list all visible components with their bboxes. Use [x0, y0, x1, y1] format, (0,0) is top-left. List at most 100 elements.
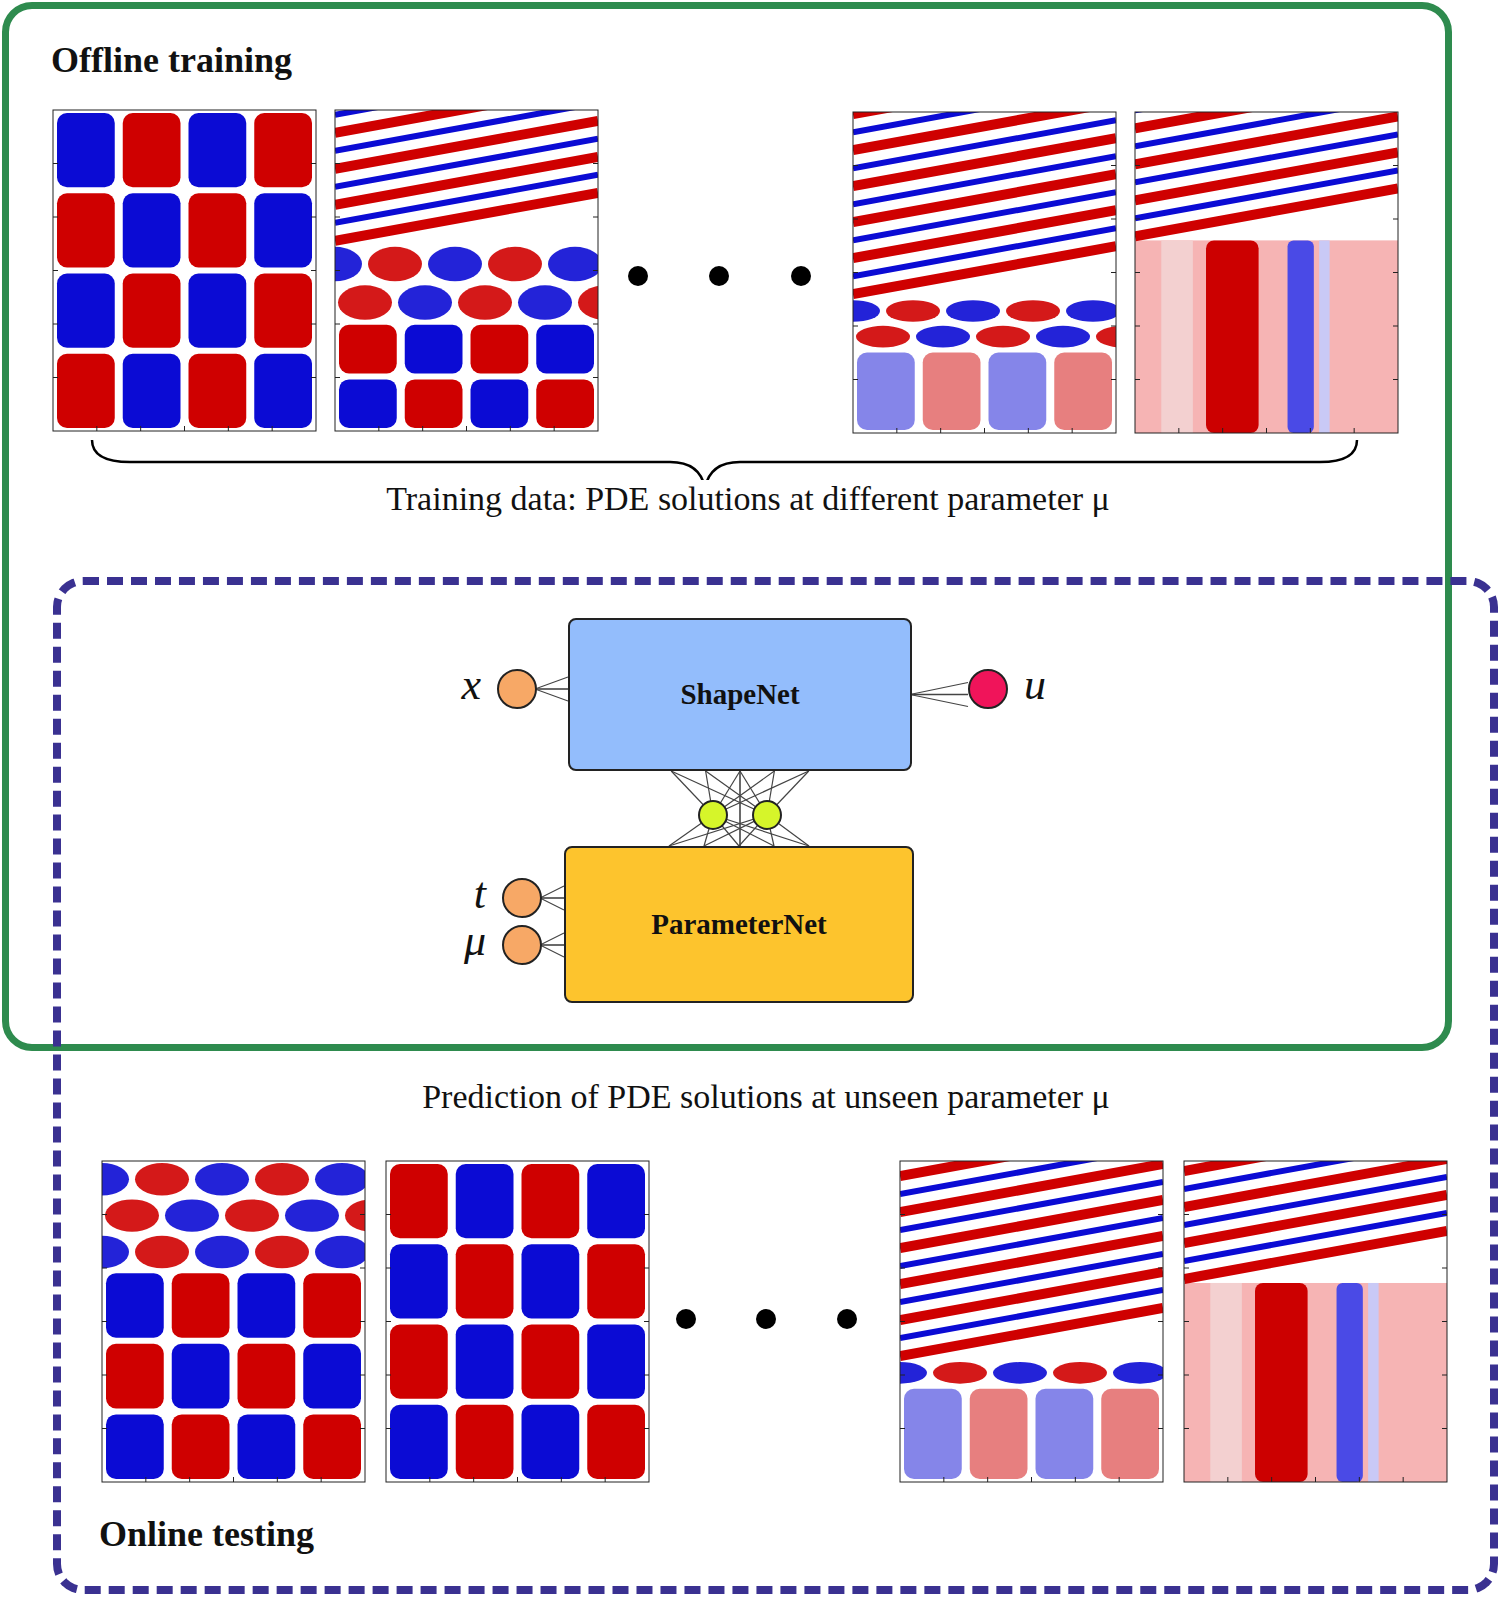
network-box: ParameterNet	[564, 846, 914, 1003]
heat-band	[1288, 240, 1314, 433]
axis-tick	[853, 379, 858, 380]
caption-text: Training data: PDE solutions at differen…	[380, 480, 1116, 518]
axis-tick	[853, 272, 858, 273]
heat-band	[1184, 1283, 1447, 1482]
axis-tick	[1227, 1477, 1228, 1482]
heat-cell	[106, 1414, 164, 1479]
heat-blob	[1006, 300, 1060, 322]
axis-tick	[1135, 165, 1140, 166]
fan-line	[540, 886, 564, 898]
axis-tick	[1393, 219, 1398, 220]
heat-cell	[238, 1273, 296, 1338]
heatmap-frame	[1135, 112, 1398, 433]
axis-tick	[644, 1375, 649, 1376]
axis-tick	[1184, 1214, 1189, 1215]
network-box: ShapeNet	[568, 618, 912, 771]
axis-tick	[1178, 428, 1179, 433]
heat-stripe	[853, 112, 1116, 132]
axis-tick	[277, 1477, 278, 1482]
heat-band	[1368, 1283, 1379, 1482]
axis-tick	[605, 1477, 606, 1482]
axis-tick	[853, 165, 858, 166]
caption-text: Prediction of PDE solutions at unseen pa…	[416, 1078, 1116, 1116]
heat-cell	[390, 1244, 448, 1318]
axis-tick	[1111, 379, 1116, 380]
heat-cell	[456, 1244, 514, 1318]
region-heading: Online testing	[99, 1513, 314, 1555]
axis-tick	[228, 426, 229, 431]
axis-tick	[853, 326, 858, 327]
heat-cell	[189, 354, 247, 428]
axis-tick	[473, 1477, 474, 1482]
axis-tick	[311, 270, 316, 271]
axis-tick	[1315, 1477, 1316, 1482]
heat-cell	[303, 1344, 361, 1409]
heat-stripe	[1184, 1161, 1447, 1171]
heat-blob	[338, 285, 392, 320]
connector	[739, 771, 741, 846]
solution-heatmap	[826, 12, 1150, 433]
solution-heatmap	[1184, 1051, 1447, 1482]
axis-tick	[900, 1214, 905, 1215]
variable-label: t	[474, 872, 486, 916]
heat-blob	[1053, 1362, 1107, 1384]
axis-tick	[984, 428, 985, 433]
connector	[542, 897, 564, 899]
fan-line	[540, 945, 564, 957]
axis-tick	[386, 1375, 391, 1376]
heat-cell	[390, 1405, 448, 1479]
io-node: x	[497, 669, 537, 709]
axis-tick	[386, 1321, 391, 1322]
fan-line	[910, 695, 968, 707]
axis-tick	[1111, 219, 1116, 220]
axis-tick	[272, 426, 273, 431]
axis-tick	[1135, 379, 1140, 380]
heat-cell	[587, 1164, 645, 1238]
heat-blob	[518, 285, 572, 320]
heat-cell	[405, 379, 463, 428]
heat-blob	[135, 1163, 189, 1195]
axis-tick	[1359, 1477, 1360, 1482]
heat-cell	[123, 113, 181, 187]
heat-band	[1161, 240, 1193, 433]
ellipsis-dot	[676, 1309, 696, 1329]
heat-blob	[933, 1362, 987, 1384]
axis-tick	[189, 1477, 190, 1482]
heat-stripe	[900, 1161, 1163, 1176]
axis-tick	[987, 1477, 988, 1482]
heat-band	[1206, 240, 1259, 433]
axis-tick	[517, 1477, 518, 1482]
axis-tick	[311, 324, 316, 325]
fan-line	[535, 689, 568, 701]
axis-tick	[1158, 1321, 1163, 1322]
heat-cell	[123, 274, 181, 348]
heat-blob	[488, 247, 542, 282]
heatmap-ground	[1184, 1161, 1447, 1482]
axis-tick	[593, 270, 598, 271]
heatmap-ground	[102, 1161, 365, 1482]
heat-stripe	[1135, 112, 1398, 128]
heat-blob	[398, 285, 452, 320]
heat-blob	[135, 1236, 189, 1268]
network-name: ParameterNet	[651, 908, 827, 941]
axis-tick	[1310, 428, 1311, 433]
heatmap-frame	[335, 110, 598, 431]
heat-blob	[886, 300, 940, 322]
heatmap-frame	[386, 1161, 649, 1482]
heatmap-content	[102, 1163, 365, 1479]
heat-cell	[390, 1164, 448, 1238]
axis-tick	[1111, 165, 1116, 166]
axis-tick	[360, 1214, 365, 1215]
axis-tick	[335, 163, 340, 164]
heat-blob	[1066, 300, 1116, 322]
heat-cell	[339, 379, 397, 428]
heat-blob	[335, 247, 362, 282]
axis-tick	[1031, 1477, 1032, 1482]
axis-tick	[900, 1268, 905, 1269]
axis-tick	[896, 428, 897, 433]
axis-tick	[466, 426, 467, 431]
heatmap-content	[853, 112, 1116, 430]
ellipsis-dot	[709, 266, 729, 286]
axis-tick	[644, 1214, 649, 1215]
